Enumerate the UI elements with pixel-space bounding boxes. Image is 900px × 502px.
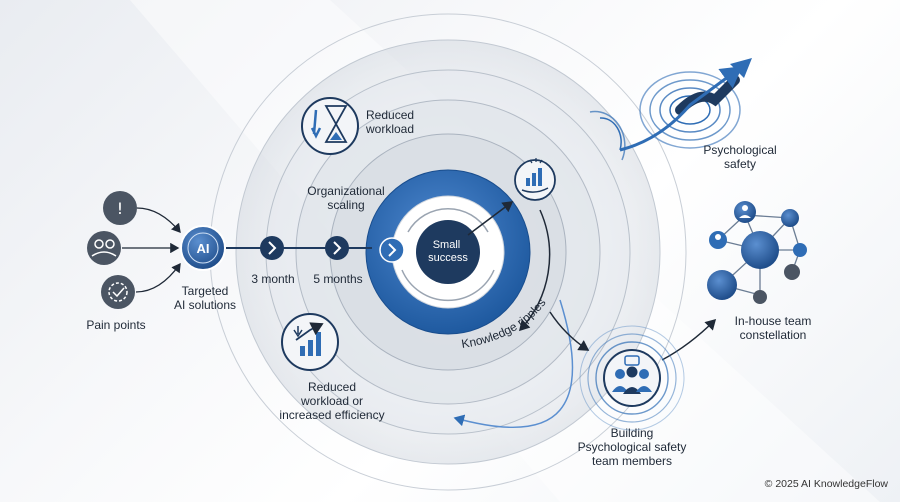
growth-chart-icon — [281, 313, 339, 371]
pain-point-icons: ! — [87, 191, 137, 309]
hourglass-icon — [301, 97, 359, 155]
group-chat-icon — [579, 325, 685, 431]
warning-icon — [103, 191, 137, 225]
chevron-right-icon — [325, 236, 349, 260]
ai-badge: AI — [197, 241, 210, 256]
ripple-to-team-arrow — [549, 311, 590, 351]
small-success-core — [416, 220, 480, 284]
copyright-footer: © 2025 AI KnowledgeFlow — [764, 478, 888, 490]
trend-arrow-icon — [589, 58, 752, 161]
five-months-label: 5 months — [313, 272, 363, 286]
chevron-right-icon — [260, 236, 284, 260]
ai-brain-icon — [180, 225, 226, 271]
people-icon — [87, 231, 121, 265]
success-arrow — [467, 201, 514, 236]
three-month-label: 3 month — [251, 272, 295, 286]
bar-chart-hand-icon — [514, 158, 556, 201]
team-to-network-arrow — [661, 318, 717, 361]
chevron-right-icon — [379, 237, 405, 263]
ripple-arc-right — [518, 209, 551, 332]
gear-check-icon — [101, 275, 135, 309]
pain-points-label: Pain points — [86, 318, 146, 332]
ripple-arc-bottom — [453, 299, 574, 429]
small-success-label: Small success — [428, 239, 468, 264]
svg-text:!: ! — [117, 199, 123, 218]
